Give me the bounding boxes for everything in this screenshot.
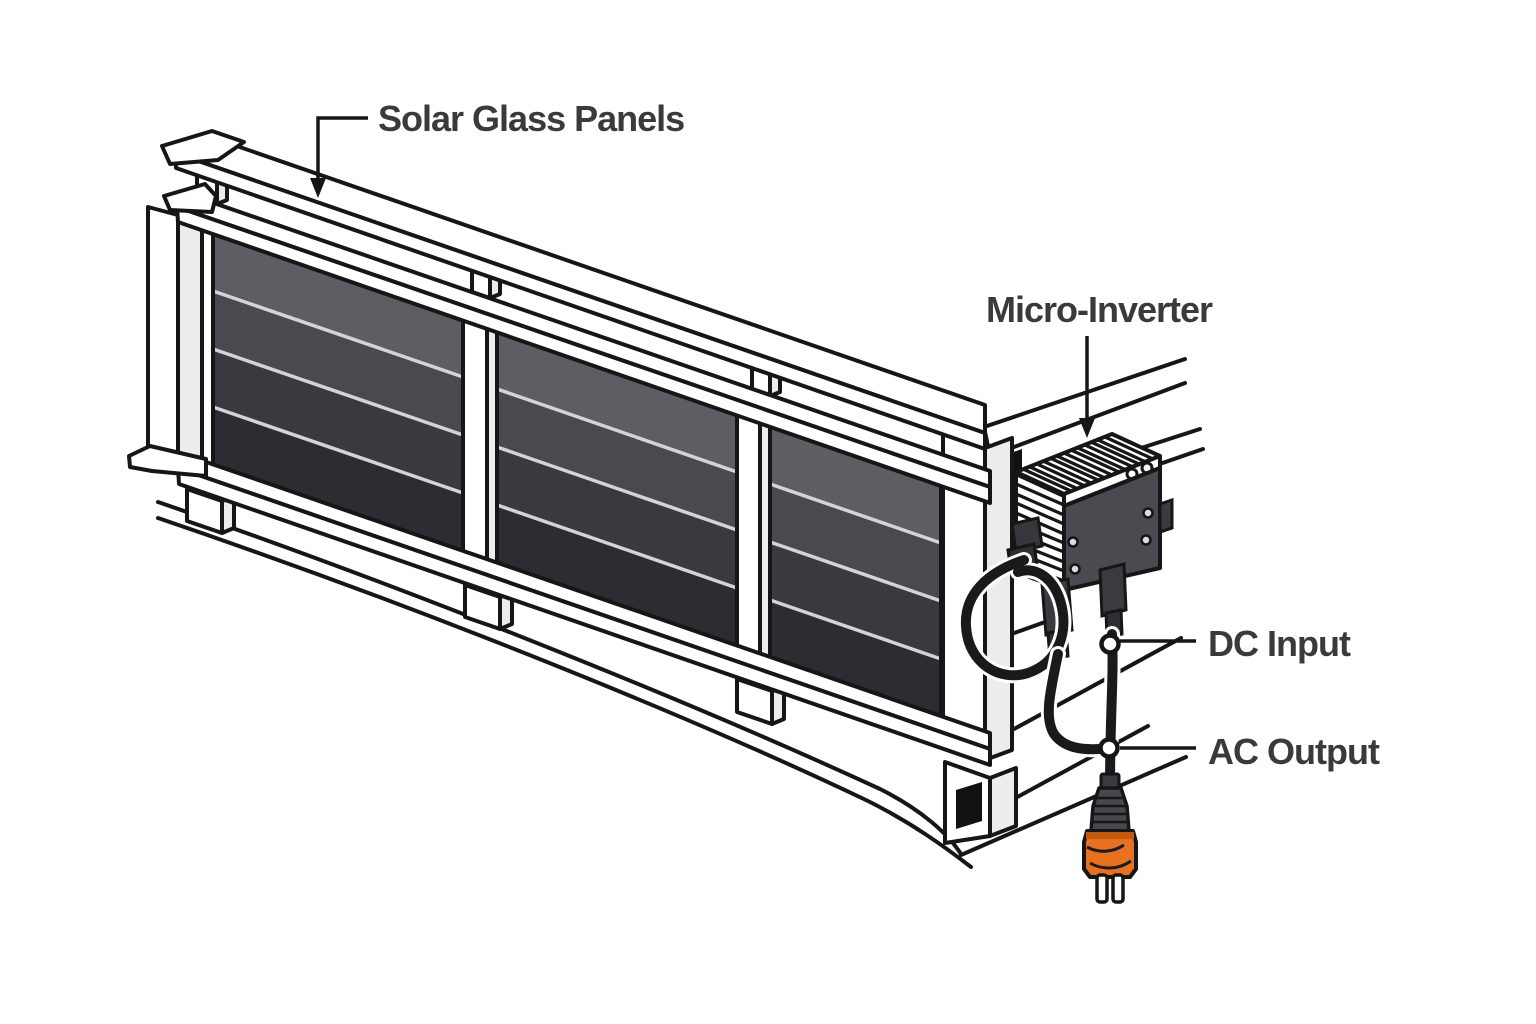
solar-panel-2 <box>495 323 739 649</box>
cables <box>957 552 1121 796</box>
label-dc-input: DC Input <box>1208 623 1351 664</box>
floor-edge-bottom-line <box>156 516 973 869</box>
panel3-cell-strip <box>770 542 941 659</box>
corner-foot-recess <box>956 782 982 829</box>
plug-prong <box>1111 873 1125 904</box>
panel1-cell-strip <box>213 349 463 493</box>
ac-output-junction-marker <box>1098 737 1120 759</box>
power-plug <box>1082 772 1138 904</box>
plug-strain-relief <box>1089 786 1131 833</box>
bottom-rail-front-face <box>176 466 992 767</box>
side-floor-line-lower <box>1008 724 1150 803</box>
panels-arrowhead-icon <box>310 178 326 198</box>
dc-input-junction-marker <box>1099 633 1121 655</box>
label-solar-glass-panels: Solar Glass Panels <box>378 98 684 139</box>
bottom-rail <box>127 444 1018 845</box>
divider-post-2-side <box>758 417 772 671</box>
panels-leader-line <box>316 116 368 180</box>
annotations: Solar Glass Panels Micro-Inverter DC Inp… <box>310 98 1381 772</box>
dc-branch-cable <box>1043 649 1105 755</box>
panel2-cell-strip <box>497 447 737 588</box>
mid-rail-front-face <box>175 205 992 505</box>
inverter-ac-connector <box>1098 562 1128 618</box>
panel1-cell-strip <box>213 407 463 551</box>
left-post-front <box>146 205 180 472</box>
side-handrail-face <box>984 359 1185 456</box>
mid-rail-end-cap <box>162 182 218 214</box>
inverter-screw <box>1140 534 1152 546</box>
plug-body-shadow <box>1086 832 1134 839</box>
divider-post-2-front <box>735 413 762 671</box>
plug-prong <box>1095 873 1109 904</box>
balcony-floor-edges <box>156 500 1188 869</box>
mid-rail <box>162 182 992 505</box>
corner-foot-side <box>988 766 1018 838</box>
label-ac-output: AC Output <box>1208 731 1380 772</box>
plug-body-fold-line <box>1089 859 1132 870</box>
micro-inverter <box>1006 432 1174 661</box>
panel1-cell-strip <box>213 228 463 377</box>
label-micro-inverter: Micro-Inverter <box>986 289 1213 330</box>
plug-strain-relief-ribs <box>1091 796 1129 824</box>
panel3-cell-separators <box>769 482 942 661</box>
inverter-heatsink-fins <box>1022 435 1154 493</box>
bottom-rail-end-cap <box>127 444 208 478</box>
panel2-cell-strip <box>497 326 737 472</box>
panel3-cell-strip <box>770 484 941 601</box>
side-floor-line-middle <box>1012 636 1183 731</box>
handrail <box>160 129 987 451</box>
inverter-screw <box>1069 563 1081 575</box>
inverter-screw <box>1067 536 1079 548</box>
panel2-cell-strip <box>497 505 737 646</box>
floor-corner-receding-line <box>959 755 1188 857</box>
handrail-end-cap <box>160 129 246 166</box>
panel3-cell-strip <box>770 600 941 717</box>
inverter-arrowhead-icon <box>1079 418 1095 438</box>
inverter-side-tab <box>1158 497 1174 535</box>
panel1-cell-separators <box>212 289 464 495</box>
divider-post-1-front <box>461 318 489 577</box>
plug-body-fold-line <box>1086 843 1125 853</box>
panel1-cell-strip <box>213 291 463 435</box>
left-post-side <box>176 213 204 472</box>
inverter-screw <box>1142 507 1154 519</box>
dc-cable-loop <box>960 555 1069 681</box>
divider-post-1-side <box>485 322 499 577</box>
inverter-front-face <box>1062 466 1162 592</box>
panel2-cell-strip <box>497 389 737 530</box>
panel2-cell-separators <box>496 387 738 590</box>
panel3-cell-strip <box>770 421 941 543</box>
floor-edge-top-line <box>156 500 963 856</box>
output-cable <box>1105 629 1118 793</box>
